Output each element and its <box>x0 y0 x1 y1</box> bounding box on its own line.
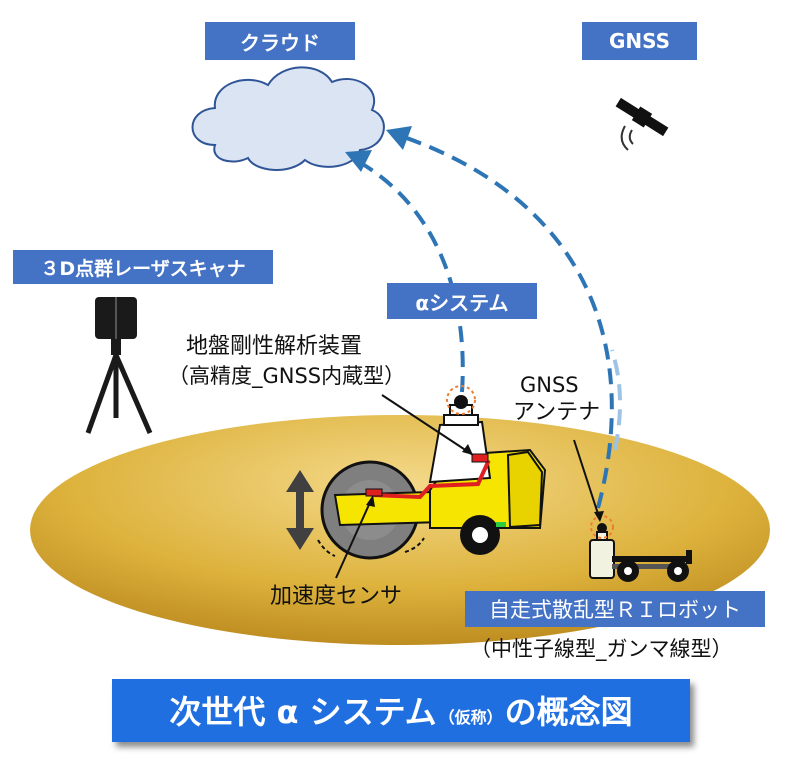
alpha-to-cloud-arrow <box>351 156 465 393</box>
vibration-arrow-icon <box>286 470 314 550</box>
analyzer-label-line1: 地盤剛性解析装置 <box>186 334 363 359</box>
title-main: 次世代 α システム <box>169 693 437 731</box>
scanner-label: ３D点群レーザスキャナ <box>13 250 273 284</box>
ri-robot-label: 自走式散乱型ＲＩロボット <box>465 591 765 627</box>
roller-compactor-icon <box>317 385 547 560</box>
ri-robot-sub-label: （中性子線型_ガンマ線型） <box>470 637 733 661</box>
antenna-leader-line <box>573 439 601 521</box>
robot-to-cloud-arrow <box>397 133 614 509</box>
gnss-label: GNSS <box>582 22 697 60</box>
antenna-label-line2: アンテナ <box>513 400 601 425</box>
alpha-arrow-head <box>345 150 372 172</box>
analyzer-leader-line <box>381 394 474 456</box>
accel-leader-line <box>335 497 373 579</box>
alpha-system-label: αシステム <box>387 283 537 319</box>
title-provisional: （仮称） <box>438 708 503 727</box>
cloud-icon <box>191 66 385 171</box>
analyzer-label-line2: （高精度_GNSS内蔵型） <box>168 364 406 388</box>
satellite-icon <box>615 97 669 137</box>
robot-arrow-head <box>386 126 412 150</box>
diagram-title-banner: 次世代 α システム （仮称） の概念図 <box>112 679 690 742</box>
ri-robot-icon <box>589 515 692 582</box>
title-suffix: の概念図 <box>504 693 633 731</box>
accel-sensor-label: 加速度センサ <box>270 584 403 609</box>
cloud-label: クラウド <box>205 22 355 60</box>
antenna-label-line1: GNSS <box>520 373 579 397</box>
laser-scanner-icon <box>85 297 153 434</box>
